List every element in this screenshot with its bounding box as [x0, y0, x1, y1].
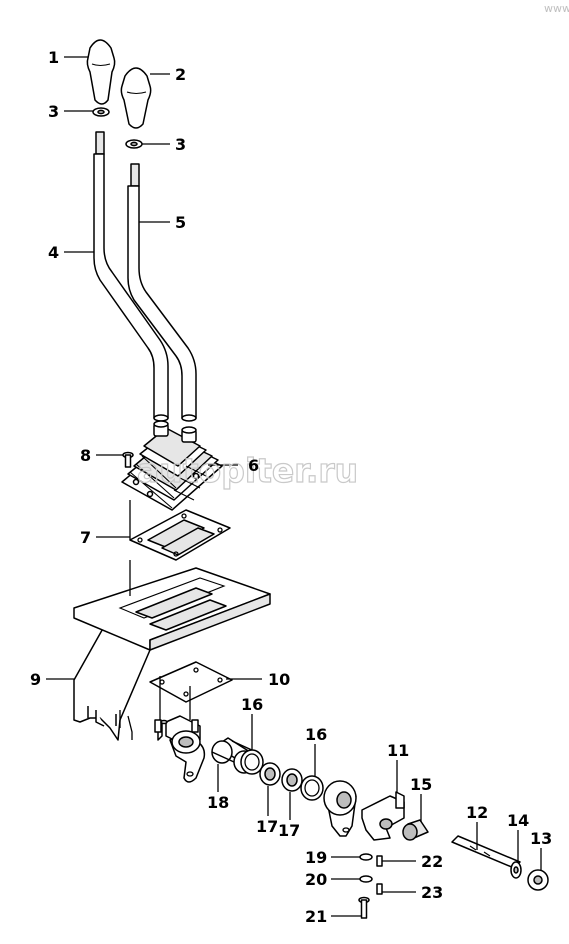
corner-watermark: www.a	[544, 2, 569, 15]
pivot-housing	[154, 715, 206, 783]
part-10-plate	[149, 661, 233, 703]
part-8-screw	[122, 451, 134, 468]
site-watermark: autopiter.ru	[137, 451, 358, 490]
callout-10: 10	[268, 670, 290, 689]
part-11-clevis	[361, 791, 405, 841]
callout-13: 13	[530, 829, 552, 848]
callout-12: 12	[466, 803, 488, 822]
callout-5: 5	[175, 213, 186, 232]
part-2-knob	[120, 67, 152, 129]
callout-6: 6	[248, 456, 259, 475]
callout-17: 17	[278, 821, 300, 840]
callout-7: 7	[80, 528, 91, 547]
callout-2: 2	[175, 65, 186, 84]
callout-11: 11	[387, 741, 409, 760]
part-5-lever	[127, 163, 197, 422]
part-20-washer	[359, 875, 373, 883]
callout-8: 8	[80, 446, 91, 465]
part-14-washer	[510, 861, 522, 879]
callout-3: 3	[175, 135, 186, 154]
part-21-bolt	[358, 896, 370, 919]
callout-16: 16	[305, 725, 327, 744]
callout-21: 21	[305, 907, 327, 926]
part-16-snap-ring-right	[300, 775, 324, 801]
part-22-pin	[376, 855, 383, 867]
callout-4: 4	[48, 243, 59, 262]
part-19-washer	[359, 853, 373, 861]
part-3-washer-right	[125, 139, 143, 149]
part-1-knob	[86, 39, 116, 105]
callout-20: 20	[305, 870, 327, 889]
part-3-washer-left	[92, 107, 110, 117]
callout-18: 18	[207, 793, 229, 812]
callout-23: 23	[421, 883, 443, 902]
callout-22: 22	[421, 852, 443, 871]
callout-1: 1	[48, 48, 59, 67]
part-17-washer-left	[259, 762, 281, 786]
callout-19: 19	[305, 848, 327, 867]
part-16-snap-ring	[240, 749, 264, 775]
callout-15: 15	[410, 775, 432, 794]
part-13-nut	[527, 869, 549, 891]
callout-14: 14	[507, 811, 529, 830]
part-9-bracket	[73, 567, 271, 741]
callout-9: 9	[30, 670, 41, 689]
callout-16: 16	[241, 695, 263, 714]
part-17-washer-right	[281, 768, 303, 792]
part-23-pin	[376, 883, 383, 895]
part-12-shaft	[451, 835, 521, 869]
callout-3: 3	[48, 102, 59, 121]
part-15-bushing	[402, 819, 429, 841]
callout-labels: 1 2 3 3 4 5 6 7 8 9 10 11 12 13 14 15 16…	[30, 48, 552, 926]
callout-17: 17	[256, 817, 278, 836]
leader-lines	[46, 56, 542, 917]
shift-arm	[323, 780, 357, 837]
part-7-gasket	[129, 509, 231, 561]
part-6-gaiter	[121, 420, 223, 511]
